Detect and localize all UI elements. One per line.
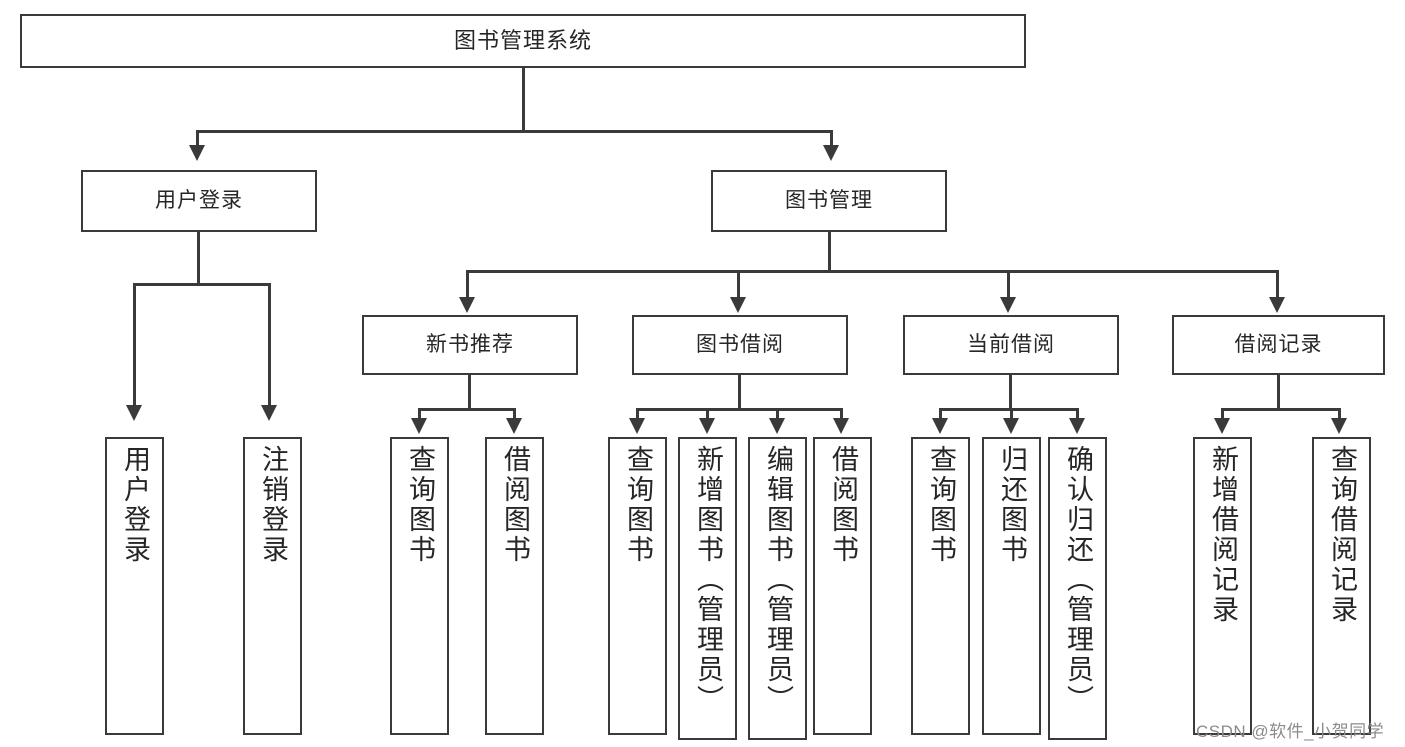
node-leaf-borrow-book-rec[interactable]: 借阅图书 xyxy=(485,437,544,735)
node-leaf-return-book[interactable]: 归还图书 xyxy=(982,437,1041,735)
node-leaf-query-book-rec[interactable]: 查询图书 xyxy=(390,437,449,735)
node-book-borrow[interactable]: 图书借阅 xyxy=(632,315,848,375)
connector-cb-d2 xyxy=(1010,408,1013,418)
connector-cb-trunk xyxy=(1009,375,1012,408)
node-new-book-rec[interactable]: 新书推荐 xyxy=(362,315,578,375)
node-leaf-confirm-return[interactable]: 确认归还（管理员） xyxy=(1048,437,1107,740)
node-leaf-edit-book[interactable]: 编辑图书（管理员） xyxy=(748,437,807,740)
connector-bb-bar xyxy=(636,408,843,411)
connector-bookmanage-trunk xyxy=(828,232,831,270)
connector-bb-d2 xyxy=(706,408,709,418)
connector-root-bar xyxy=(196,130,833,133)
node-leaf-query-record-label: 查询借阅记录 xyxy=(1327,445,1357,625)
connector-br-d1 xyxy=(1221,408,1224,418)
arrow-to-leaf-add-record xyxy=(1214,418,1230,434)
arrow-to-leaf-query-book-bb xyxy=(629,418,645,434)
node-leaf-borrow-book-bb-label: 借阅图书 xyxy=(828,445,858,565)
connector-userlogin-trunk xyxy=(197,232,200,283)
node-leaf-add-book-label: 新增图书（管理员） xyxy=(693,445,723,715)
connector-userlogin-bar xyxy=(133,283,270,286)
arrow-to-current-borrow xyxy=(1000,297,1016,313)
connector-cb-d1 xyxy=(939,408,942,418)
arrow-to-leaf-return-book xyxy=(1003,418,1019,434)
node-leaf-query-book-rec-label: 查询图书 xyxy=(405,445,435,565)
node-root-label: 图书管理系统 xyxy=(453,28,592,54)
arrow-to-leaf-add-book xyxy=(699,418,715,434)
connector-bookmanage-bar xyxy=(466,270,1279,273)
node-leaf-borrow-book-bb[interactable]: 借阅图书 xyxy=(813,437,872,735)
arrow-to-leaf-user-logout xyxy=(261,405,277,421)
node-leaf-borrow-book-rec-label: 借阅图书 xyxy=(500,445,530,565)
node-leaf-edit-book-label: 编辑图书（管理员） xyxy=(763,445,793,715)
connector-bb-d1 xyxy=(636,408,639,418)
node-leaf-confirm-return-label: 确认归还（管理员） xyxy=(1063,445,1093,715)
arrow-to-leaf-user-login xyxy=(126,405,142,421)
connector-root-right-drop xyxy=(830,130,833,145)
connector-userlogin-r-drop xyxy=(268,283,271,405)
node-book-manage-label: 图书管理 xyxy=(785,188,873,212)
arrow-to-borrow-record xyxy=(1269,297,1285,313)
node-book-borrow-label: 图书借阅 xyxy=(696,332,784,356)
node-user-login[interactable]: 用户登录 xyxy=(81,170,317,232)
node-leaf-query-book-cb-label: 查询图书 xyxy=(926,445,956,565)
arrow-to-leaf-borrow-book-rec xyxy=(506,418,522,434)
connector-userlogin-l-drop xyxy=(133,283,136,405)
node-borrow-record-label: 借阅记录 xyxy=(1234,332,1323,356)
node-current-borrow-label: 当前借阅 xyxy=(967,332,1055,356)
node-leaf-query-record[interactable]: 查询借阅记录 xyxy=(1312,437,1371,735)
connector-nbr-bar xyxy=(418,408,516,411)
connector-nbr-d1 xyxy=(418,408,421,418)
arrow-to-book-borrow xyxy=(730,297,746,313)
node-leaf-user-login[interactable]: 用户登录 xyxy=(105,437,164,735)
connector-br-bar xyxy=(1221,408,1341,411)
arrow-to-user-login xyxy=(189,145,205,161)
connector-br-trunk xyxy=(1277,375,1280,408)
connector-root-left-drop xyxy=(196,130,199,145)
node-book-manage[interactable]: 图书管理 xyxy=(711,170,947,232)
connector-bb-d3 xyxy=(776,408,779,418)
arrow-to-leaf-query-record xyxy=(1331,418,1347,434)
node-leaf-user-logout[interactable]: 注销登录 xyxy=(243,437,302,735)
arrow-to-new-book-rec xyxy=(459,297,475,313)
node-leaf-return-book-label: 归还图书 xyxy=(997,445,1027,565)
connector-bm-d3 xyxy=(1007,270,1010,297)
arrow-to-leaf-borrow-book-bb xyxy=(833,418,849,434)
connector-br-d2 xyxy=(1338,408,1341,418)
connector-cb-d3 xyxy=(1076,408,1079,418)
connector-nbr-trunk xyxy=(468,375,471,408)
node-user-login-label: 用户登录 xyxy=(155,188,243,212)
node-leaf-query-book-bb-label: 查询图书 xyxy=(623,445,653,565)
node-leaf-query-book-cb[interactable]: 查询图书 xyxy=(911,437,970,735)
connector-bm-d4 xyxy=(1276,270,1279,297)
arrow-to-leaf-confirm-return xyxy=(1069,418,1085,434)
connector-bb-trunk xyxy=(738,375,741,408)
node-leaf-query-book-bb[interactable]: 查询图书 xyxy=(608,437,667,735)
arrow-to-leaf-query-book-rec xyxy=(411,418,427,434)
connector-bb-d4 xyxy=(840,408,843,418)
node-leaf-user-logout-label: 注销登录 xyxy=(258,445,288,565)
node-new-book-rec-label: 新书推荐 xyxy=(426,332,514,356)
node-leaf-add-book[interactable]: 新增图书（管理员） xyxy=(678,437,737,740)
node-borrow-record[interactable]: 借阅记录 xyxy=(1172,315,1385,375)
arrow-to-leaf-edit-book xyxy=(769,418,785,434)
connector-bm-d2 xyxy=(737,270,740,297)
connector-bm-d1 xyxy=(466,270,469,297)
node-leaf-add-record[interactable]: 新增借阅记录 xyxy=(1193,437,1252,735)
node-leaf-user-login-label: 用户登录 xyxy=(120,445,150,565)
node-root[interactable]: 图书管理系统 xyxy=(20,14,1026,68)
node-current-borrow[interactable]: 当前借阅 xyxy=(903,315,1119,375)
node-leaf-add-record-label: 新增借阅记录 xyxy=(1208,445,1238,625)
arrow-to-book-manage xyxy=(823,145,839,161)
connector-cb-bar xyxy=(939,408,1079,411)
connector-root-trunk xyxy=(522,68,525,130)
connector-nbr-d2 xyxy=(513,408,516,418)
arrow-to-leaf-query-book-cb xyxy=(932,418,948,434)
